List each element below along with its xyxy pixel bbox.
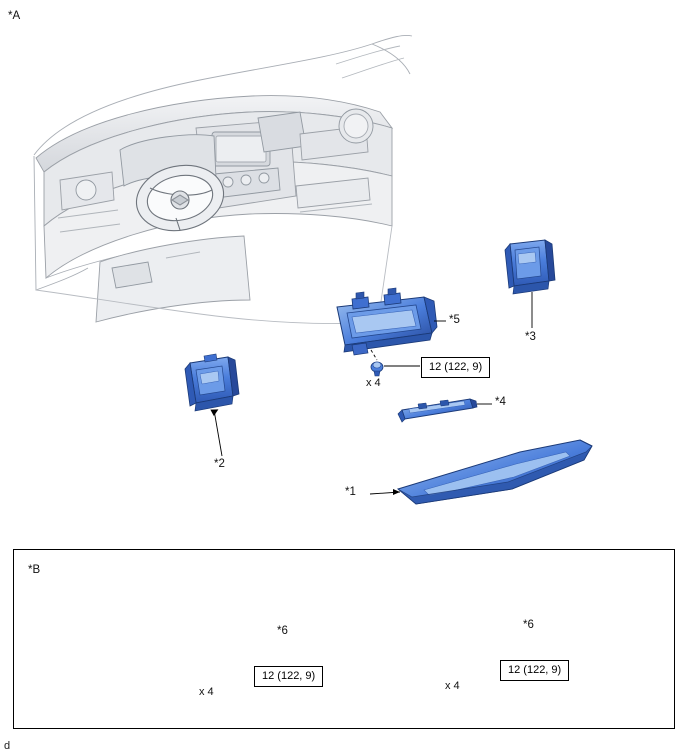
callout-label-3: *3	[525, 331, 536, 343]
part-5-display-assembly	[336, 287, 438, 356]
part-1-instrument-panel-garnish	[396, 439, 593, 505]
callout-label-6-left: *6	[277, 625, 288, 637]
part-4-reinforcement-strip	[397, 398, 478, 423]
vehicle-dashboard-illustration	[33, 34, 413, 325]
screw-count-part5: x 4	[366, 377, 381, 389]
leader-arrow-part1	[393, 489, 400, 495]
leader-dashed-part5-screw	[370, 349, 378, 361]
callout-label-6-right: *6	[523, 619, 534, 631]
part-3-bracket	[504, 239, 556, 295]
torque-spec-box-part5: 12 (122, 9)	[421, 357, 491, 378]
leader-arrow-part2	[210, 409, 219, 416]
leader-part1	[369, 491, 401, 495]
screw-count-part6-left: x 4	[199, 686, 214, 698]
page-corner-mark: d	[4, 740, 11, 752]
part-5-screw	[370, 361, 384, 377]
section-b-panel	[13, 549, 675, 729]
torque-spec-box-part6-left: 12 (122, 9)	[254, 666, 324, 687]
leader-part2	[213, 409, 223, 457]
section-a-label: *A	[8, 10, 21, 22]
torque-spec-box-part6-right: 12 (122, 9)	[500, 660, 570, 681]
section-b-label: *B	[28, 564, 41, 576]
screw-count-part6-right: x 4	[445, 680, 460, 692]
callout-label-1: *1	[345, 486, 356, 498]
callout-label-5: *5	[449, 314, 460, 326]
part-2-bracket	[184, 353, 240, 412]
callout-label-2: *2	[214, 458, 225, 470]
callout-label-4: *4	[495, 396, 506, 408]
